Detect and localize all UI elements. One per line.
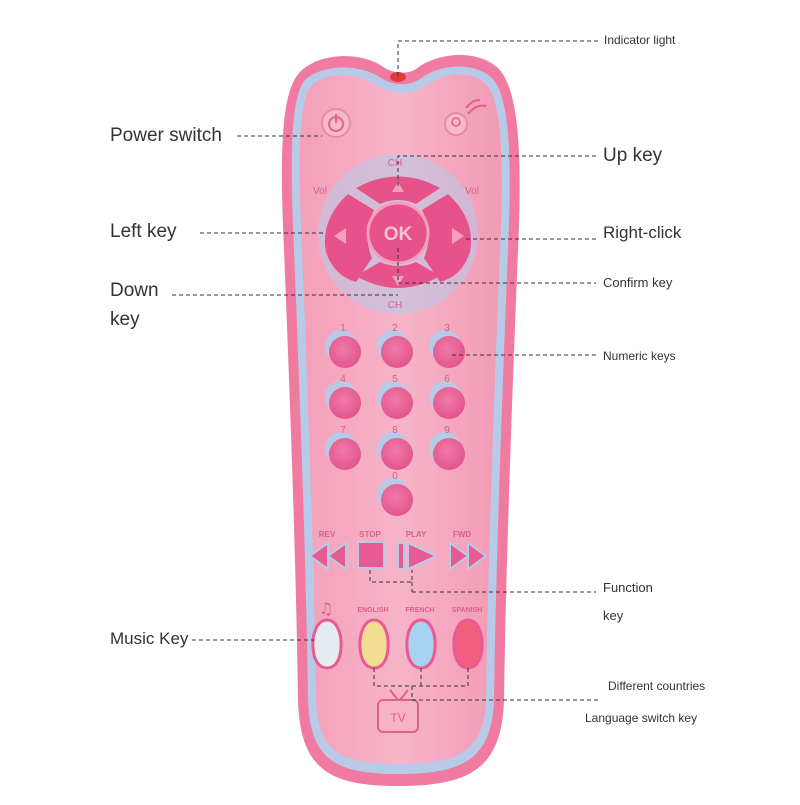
leader-function bbox=[369, 570, 413, 583]
down-arrow-icon bbox=[392, 276, 404, 286]
numeric-key-cap bbox=[433, 438, 465, 470]
numeric-key-4[interactable]: 4 bbox=[325, 374, 361, 419]
numeric-key-cap bbox=[433, 387, 465, 419]
numeric-key-5[interactable]: 5 bbox=[377, 374, 413, 419]
down-key[interactable] bbox=[356, 262, 440, 288]
callout-function-key-line2: key bbox=[603, 608, 624, 623]
leader-lines bbox=[172, 40, 600, 701]
callout-function-key-line1: Function bbox=[603, 580, 653, 595]
callout-confirm-key: Confirm key bbox=[603, 275, 673, 290]
callout-right-click: Right-click bbox=[603, 223, 682, 242]
numeric-key-cap bbox=[329, 336, 361, 368]
stop-button[interactable] bbox=[357, 541, 385, 569]
callout-up-key: Up key bbox=[603, 145, 663, 166]
transport-label-fwd: FWD bbox=[453, 530, 471, 539]
dpad-down-label: CH bbox=[388, 300, 402, 311]
numeric-key-cap bbox=[329, 438, 361, 470]
leader-confirm bbox=[397, 248, 596, 284]
transport-label-rev: REV bbox=[319, 530, 336, 539]
numeric-key-cap bbox=[381, 336, 413, 368]
language-label-spanish: SPANISH bbox=[452, 607, 483, 614]
leader-up bbox=[397, 155, 596, 186]
numeric-key-label: 1 bbox=[340, 323, 346, 334]
numeric-key-label: 6 bbox=[444, 374, 450, 385]
dpad-up-label: CH bbox=[388, 158, 402, 169]
language-label-english: ENGLISH bbox=[357, 607, 388, 614]
up-arrow-icon bbox=[392, 182, 404, 192]
dpad: OK bbox=[318, 154, 478, 314]
play-bar-icon bbox=[397, 542, 405, 570]
numeric-key-7[interactable]: 7 bbox=[325, 425, 361, 470]
numeric-key-label: 3 bbox=[444, 323, 450, 334]
music-key[interactable] bbox=[311, 618, 343, 670]
ok-key-label: OK bbox=[384, 224, 413, 245]
numeric-key-label: 5 bbox=[392, 374, 398, 385]
dpad-right-label: Vol bbox=[465, 186, 479, 197]
numeric-key-label: 4 bbox=[340, 374, 346, 385]
language-keys: ♫ ENGLISH FRENCH SPANISH bbox=[311, 599, 484, 670]
tv-badge-label: TV bbox=[390, 711, 405, 725]
callout-music-key: Music Key bbox=[110, 629, 189, 648]
callout-countries-line2: Language switch key bbox=[585, 711, 698, 725]
dpad-left-label: Vol bbox=[313, 186, 327, 197]
numeric-key-2[interactable]: 2 bbox=[377, 323, 413, 368]
callout-power-switch: Power switch bbox=[110, 125, 222, 146]
callout-down-key-line1: Down bbox=[110, 280, 159, 301]
numeric-key-cap bbox=[381, 484, 413, 516]
numeric-key-label: 8 bbox=[392, 425, 398, 436]
callout-countries-line1: Different countries bbox=[608, 679, 706, 693]
spanish-key[interactable] bbox=[452, 618, 484, 670]
numeric-key-label: 7 bbox=[340, 425, 346, 436]
numeric-key-cap bbox=[329, 387, 361, 419]
indicator-light bbox=[390, 72, 406, 82]
power-button[interactable] bbox=[321, 108, 351, 138]
transport-keys: REV STOP PLAY FWD bbox=[308, 530, 488, 571]
numeric-key-8[interactable]: 8 bbox=[377, 425, 413, 470]
language-label-french: FRENCH bbox=[405, 607, 434, 614]
left-key[interactable] bbox=[324, 194, 374, 282]
numeric-key-cap bbox=[381, 387, 413, 419]
leader-indicator bbox=[397, 40, 598, 76]
callout-indicator-light: Indicator light bbox=[604, 33, 676, 47]
numeric-key-label: 2 bbox=[392, 323, 398, 334]
french-key[interactable] bbox=[405, 618, 437, 670]
right-arrow-icon bbox=[452, 228, 464, 244]
numeric-key-label: 9 bbox=[444, 425, 450, 436]
numeric-key-3[interactable]: 3 bbox=[429, 323, 465, 368]
callout-numeric-keys: Numeric keys bbox=[603, 349, 676, 363]
callout-left-key: Left key bbox=[110, 221, 177, 242]
right-key[interactable] bbox=[422, 194, 472, 282]
numeric-key-1[interactable]: 1 bbox=[325, 323, 361, 368]
english-key[interactable] bbox=[358, 618, 390, 670]
numeric-key-6[interactable]: 6 bbox=[429, 374, 465, 419]
tv-icon: TV bbox=[377, 689, 419, 733]
numeric-key-label: 0 bbox=[392, 471, 398, 482]
play-icon bbox=[407, 541, 439, 571]
play-button[interactable] bbox=[397, 541, 439, 571]
left-arrow-icon bbox=[334, 228, 346, 244]
numeric-key-cap bbox=[381, 438, 413, 470]
rev-button[interactable] bbox=[308, 541, 347, 571]
numeric-key-0[interactable]: 0 bbox=[377, 471, 413, 516]
music-note-icon: ♫ bbox=[319, 599, 333, 618]
transport-label-stop: STOP bbox=[359, 530, 381, 539]
bulb-icon bbox=[444, 99, 487, 136]
transport-label-play: PLAY bbox=[406, 530, 427, 539]
fwd-icon bbox=[449, 541, 470, 571]
fwd-button[interactable] bbox=[449, 541, 488, 571]
numeric-key-cap bbox=[433, 336, 465, 368]
leader-languages-h bbox=[411, 686, 600, 701]
numeric-keypad: 1 2 3 4 5 6 7 8 9 0 bbox=[325, 323, 465, 516]
callout-down-key-line2: key bbox=[110, 309, 140, 330]
numeric-key-9[interactable]: 9 bbox=[429, 425, 465, 470]
